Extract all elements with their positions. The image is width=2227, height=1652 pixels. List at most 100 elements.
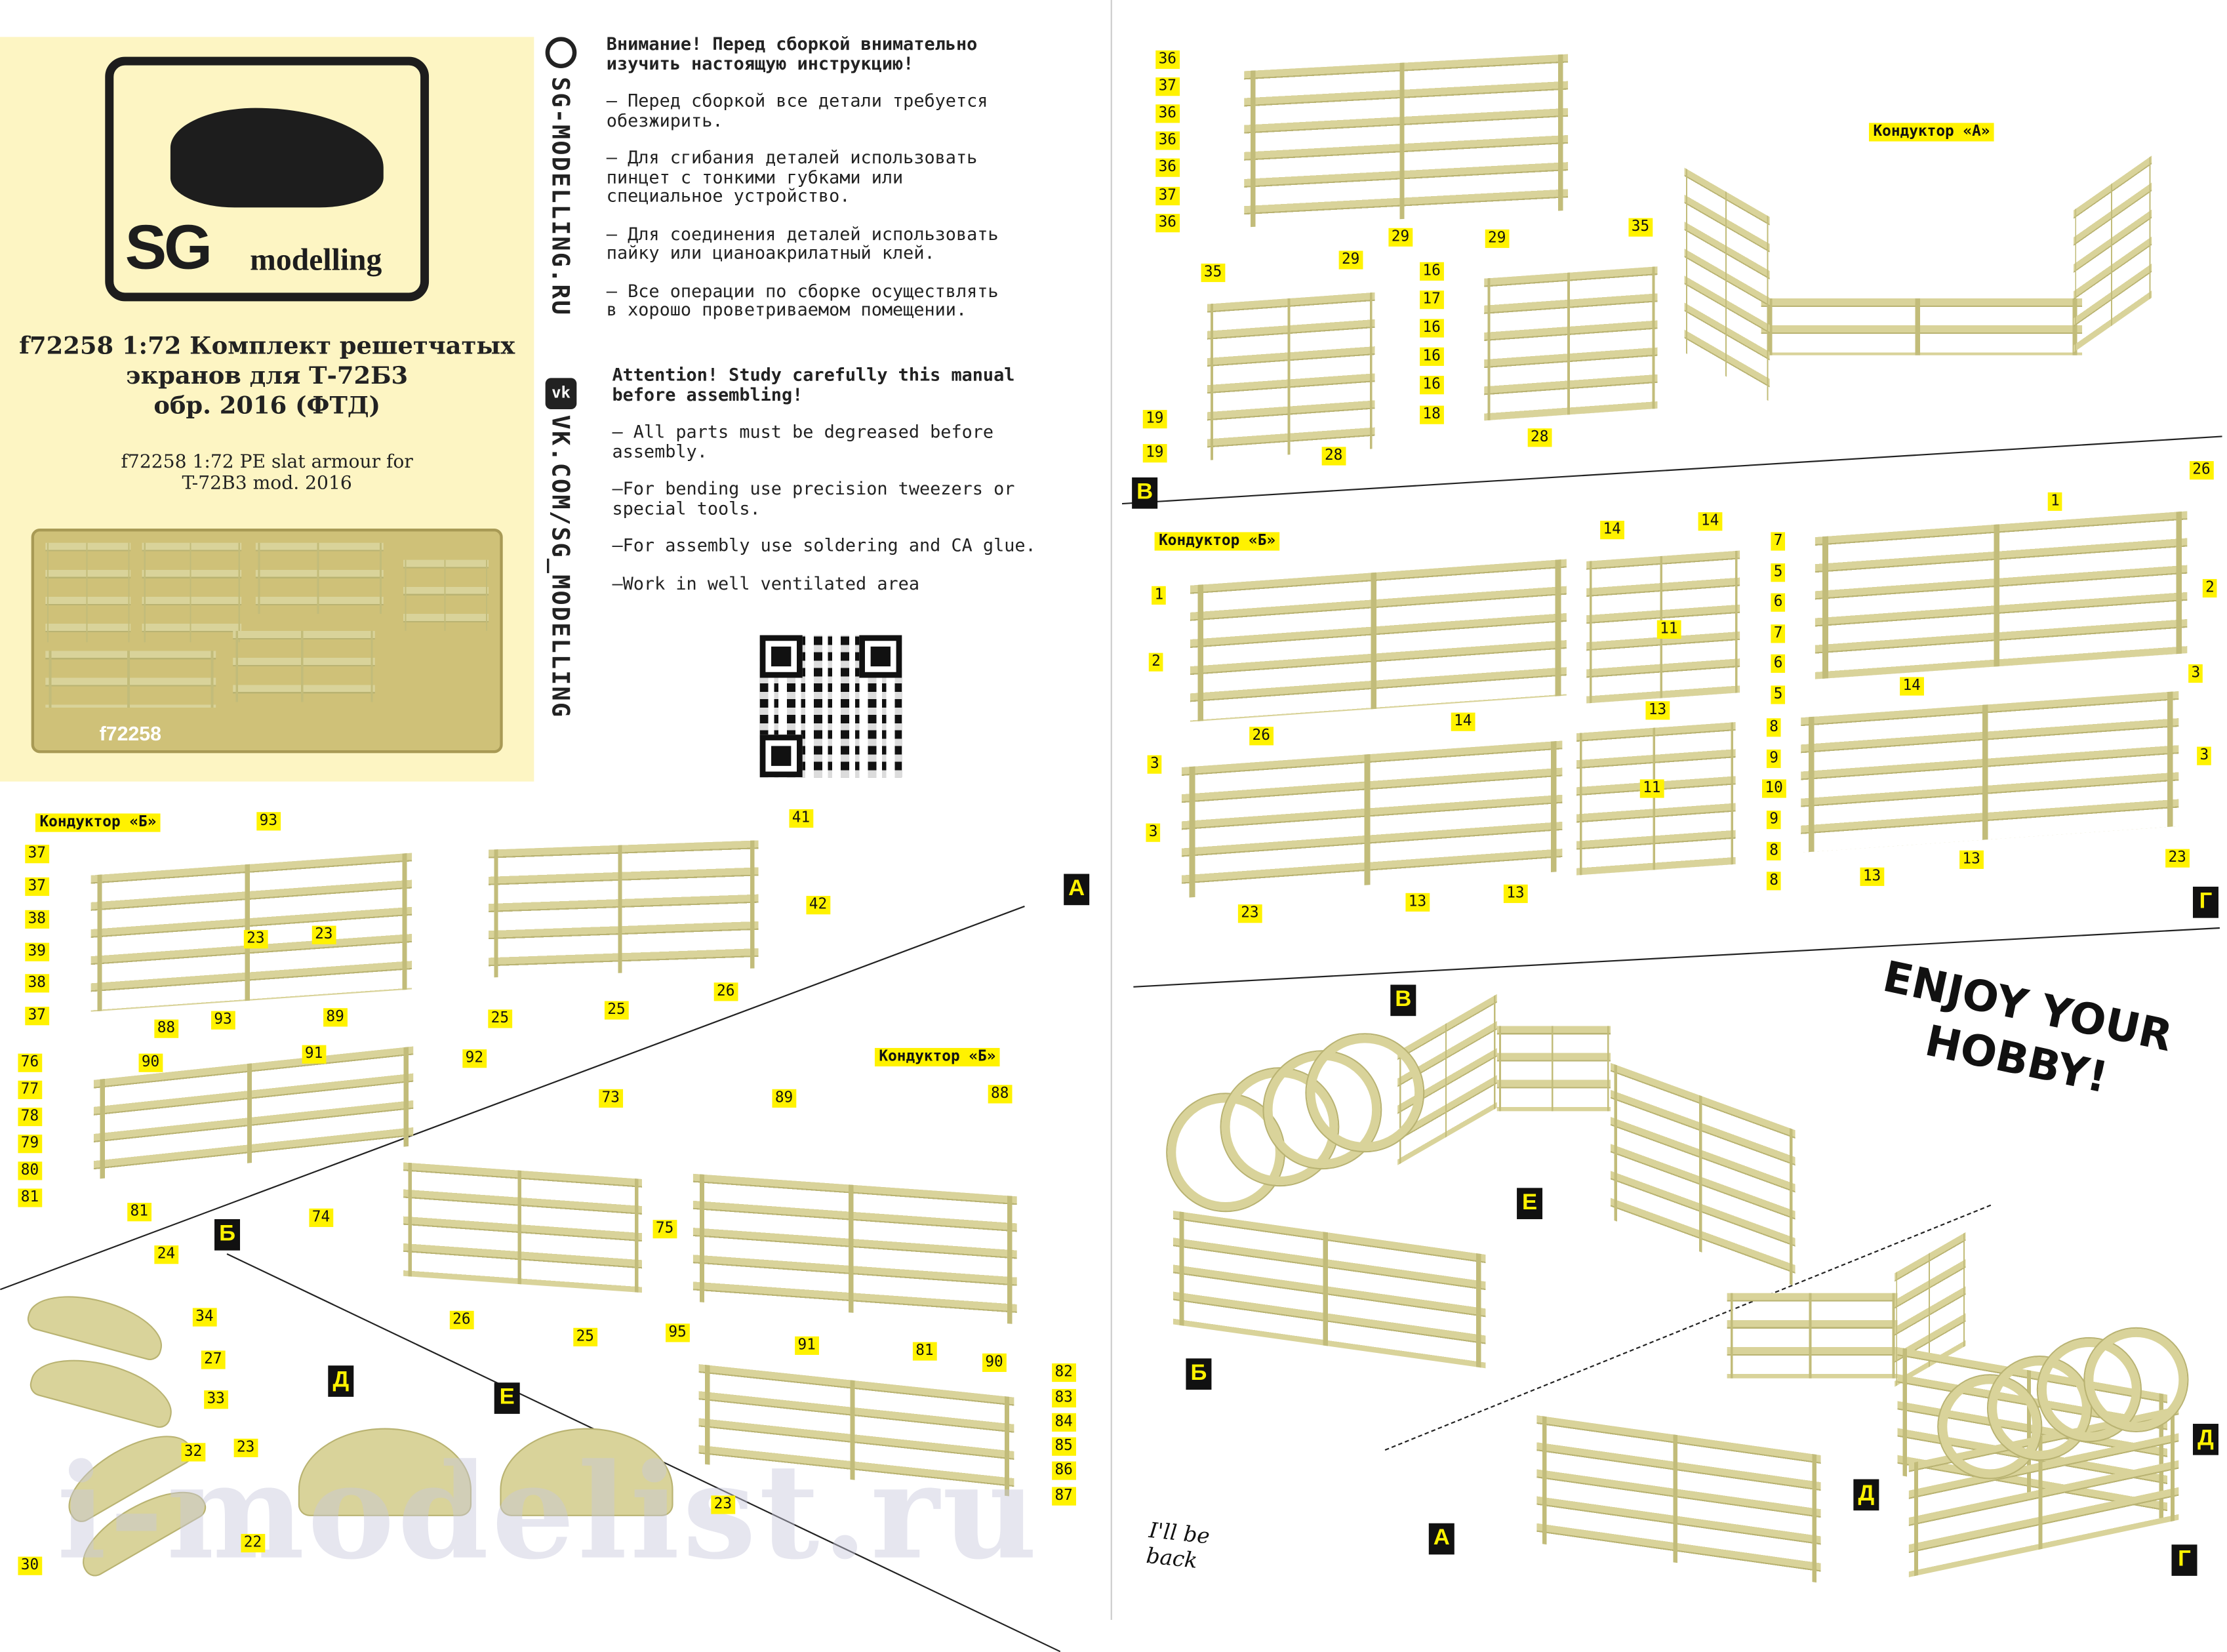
- part-grille: [692, 1173, 1017, 1325]
- part-number-callout: 81: [912, 1342, 936, 1361]
- part-number-callout: 76: [18, 1053, 42, 1072]
- part-number-callout: 93: [256, 812, 281, 831]
- section-divider: [1133, 927, 2220, 988]
- part-number-callout: 87: [1052, 1487, 1076, 1506]
- part-number-callout: 25: [604, 1001, 628, 1020]
- part-number-callout: 38: [25, 910, 49, 929]
- part-number-callout: 81: [127, 1203, 151, 1222]
- part-number-callout: 5: [1771, 685, 1786, 704]
- part-number-callout: 24: [154, 1245, 178, 1264]
- jig-a-side: [1684, 167, 1770, 402]
- vk-link[interactable]: VK.COM/SG_MODELLING: [545, 414, 574, 719]
- smoke-launcher-ring: [2085, 1328, 2188, 1431]
- part-number-callout: 3: [2197, 746, 2212, 765]
- part-number-callout: 6: [1771, 593, 1786, 612]
- watermark: i-modelist.ru: [56, 1435, 1040, 1589]
- fret-part: [403, 559, 489, 632]
- section-letter: Б: [214, 1219, 241, 1251]
- assembly-grille: [1611, 1062, 1796, 1287]
- part-number-callout: 8: [1766, 872, 1782, 891]
- qr-eye: [759, 735, 803, 778]
- section-letter: В: [1132, 477, 1158, 509]
- part-number-callout: 1: [1152, 586, 1167, 605]
- part-number-callout: 37: [25, 1007, 49, 1026]
- section-letter: Б: [1186, 1358, 1212, 1390]
- part-number-callout: 36: [1155, 158, 1180, 177]
- sg-modelling-logo: SG modelling: [105, 56, 430, 302]
- part-number-callout: 29: [1485, 229, 1509, 249]
- jig-label: Кондуктор «Б»: [35, 813, 161, 832]
- instruction-item: – Для соединения деталей использовать па…: [606, 222, 999, 263]
- part-number-callout: 73: [599, 1089, 623, 1108]
- part-grille: [1244, 54, 1569, 228]
- part-number-callout: 74: [309, 1208, 333, 1227]
- part-number-callout: 17: [1420, 291, 1444, 310]
- logo-wordmark: modelling: [250, 241, 382, 277]
- part-number-callout: 89: [772, 1089, 796, 1108]
- fret-part: [142, 542, 242, 643]
- part-number-callout: 14: [1451, 712, 1475, 731]
- part-number-callout: 19: [1142, 410, 1167, 429]
- instruction-item: –Work in well ventilated area: [612, 572, 920, 594]
- part-number-callout: 11: [1656, 620, 1681, 639]
- part-number-callout: 3: [1146, 823, 1161, 842]
- fret-part: [255, 542, 384, 614]
- section-letter: Г: [2171, 1544, 2197, 1576]
- smoke-launcher-ring: [1306, 1034, 1424, 1152]
- part-number-callout: 9: [1766, 749, 1782, 769]
- part-number-callout: 9: [1766, 811, 1782, 830]
- part-number-callout: 8: [1766, 841, 1782, 860]
- part-number-callout: 19: [1142, 444, 1167, 463]
- fret-part: [45, 542, 131, 643]
- part-grille: [1815, 511, 2188, 679]
- part-number-callout: 36: [1155, 104, 1180, 123]
- vk-icon: vk: [545, 378, 577, 410]
- section-letter: В: [1390, 984, 1416, 1017]
- part-grille: [1181, 740, 1563, 898]
- part-number-callout: 28: [1321, 447, 1346, 466]
- part-number-callout: 14: [1698, 512, 1722, 531]
- part-number-callout: 26: [2189, 461, 2214, 480]
- part-number-callout: 82: [1052, 1363, 1076, 1382]
- instruction-item: – Все операции по сборке осуществлять в …: [606, 279, 999, 320]
- part-number-callout: 23: [1237, 904, 1262, 923]
- part-number-callout: 29: [1338, 251, 1363, 270]
- part-number-callout: 85: [1052, 1437, 1076, 1456]
- part-number-callout: 42: [806, 896, 830, 915]
- part-number-callout: 16: [1420, 262, 1444, 281]
- jig-a-base: [1761, 298, 2083, 355]
- part-number-callout: 26: [1249, 727, 1274, 746]
- qr-eye: [859, 635, 902, 678]
- part-number-callout: 29: [1388, 228, 1413, 247]
- part-grille: [403, 1162, 642, 1293]
- part-number-callout: 83: [1052, 1388, 1076, 1408]
- section-letter: А: [1064, 874, 1090, 906]
- website-link[interactable]: SG-MODELLING.RU: [545, 77, 574, 317]
- part-number-callout: 86: [1052, 1461, 1076, 1480]
- jig-label: Кондуктор «Б»: [1154, 532, 1280, 551]
- part-number-callout: 36: [1155, 131, 1180, 150]
- part-number-callout: 95: [666, 1323, 690, 1342]
- title-english: f72258 1:72 PE slat armour for T-72B3 mo…: [121, 452, 413, 495]
- part-number-callout: 37: [25, 845, 49, 864]
- part-number-callout: 75: [652, 1220, 677, 1239]
- part-number-callout: 6: [1771, 654, 1786, 673]
- part-grille: [489, 840, 759, 978]
- fret-code: f72258: [99, 721, 162, 745]
- page-fold: [1110, 0, 1112, 1621]
- section-letter: Д: [1853, 1479, 1879, 1511]
- part-number-callout: 23: [233, 1438, 258, 1457]
- part-number-callout: 26: [713, 982, 738, 1001]
- jig-a-side: [2074, 155, 2152, 353]
- qr-code[interactable]: [759, 635, 902, 778]
- part-number-callout: 13: [1405, 893, 1430, 912]
- part-number-callout: 37: [25, 877, 49, 897]
- part-number-callout: 13: [1503, 884, 1527, 903]
- part-number-callout: 30: [18, 1556, 42, 1575]
- part-number-callout: 81: [18, 1188, 42, 1207]
- section-letter: Д: [328, 1365, 354, 1397]
- instructions-russian: Внимание! Перед сборкой внимательно изуч…: [606, 33, 1089, 320]
- bear-icon: [170, 108, 384, 208]
- part-number-callout: 13: [1645, 701, 1670, 720]
